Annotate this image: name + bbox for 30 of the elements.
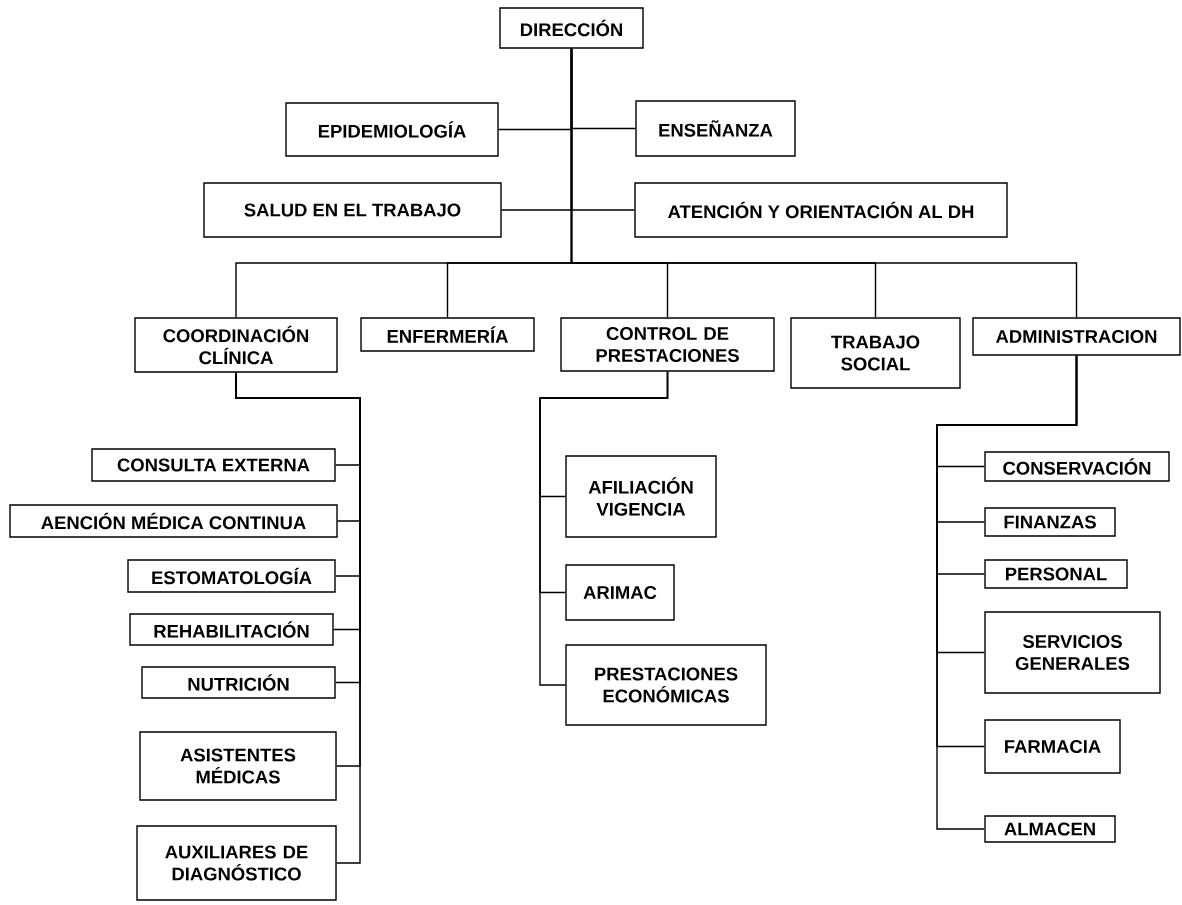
org-box: ENSEÑANZA bbox=[635, 100, 796, 157]
org-box: SERVICIOS GENERALES bbox=[984, 611, 1161, 694]
org-box: CONSULTA EXTERNA bbox=[91, 448, 336, 482]
connector-line bbox=[570, 48, 1078, 318]
org-box: CONSERVACIÓN bbox=[984, 451, 1170, 482]
org-box: ARIMAC bbox=[565, 564, 675, 621]
org-box: ADMINISTRACION bbox=[972, 317, 1181, 356]
org-box: ENFERMERÍA bbox=[360, 317, 535, 352]
org-box: REHABILITACIÓN bbox=[129, 613, 334, 646]
org-box: AENCIÓN MÉDICA CONTINUA bbox=[9, 504, 338, 538]
connector-line bbox=[235, 372, 361, 864]
org-box: FINANZAS bbox=[984, 507, 1116, 537]
org-box: TRABAJO SOCIAL bbox=[790, 317, 961, 389]
org-box: CONTROL DE PRESTACIONES bbox=[560, 317, 775, 372]
org-box: EPIDEMIOLOGÍA bbox=[285, 102, 499, 157]
org-box: ATENCIÓN Y ORIENTACIÓN AL DH bbox=[634, 182, 1008, 238]
org-box: AFILIACIÓN VIGENCIA bbox=[565, 455, 717, 538]
org-box: NUTRICIÓN bbox=[141, 666, 336, 699]
org-box: ALMACEN bbox=[984, 815, 1116, 843]
org-box: COORDINACIÓN CLÍNICA bbox=[134, 317, 338, 373]
connector-line bbox=[936, 355, 1078, 830]
org-box: PRESTACIONES ECONÓMICAS bbox=[565, 644, 767, 726]
org-box: ESTOMATOLOGÍA bbox=[127, 559, 336, 593]
org-box: ASISTENTES MÉDICAS bbox=[139, 731, 337, 801]
org-box: FARMACIA bbox=[984, 719, 1121, 774]
org-box: DIRECCIÓN bbox=[499, 7, 644, 49]
org-box: PERSONAL bbox=[984, 559, 1128, 589]
org-box: AUXILIARES DE DIAGNÓSTICO bbox=[136, 825, 337, 901]
connector-line bbox=[539, 371, 669, 686]
org-box: SALUD EN EL TRABAJO bbox=[203, 182, 502, 238]
